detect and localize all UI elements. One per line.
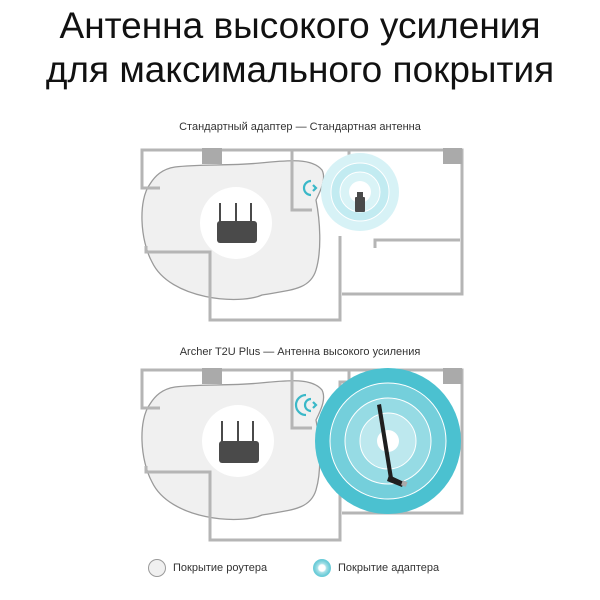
router-icon [217,203,257,243]
wifi-signal-icon [294,393,318,417]
wall-pillar [443,368,462,384]
adapter-coverage-swatch-icon [313,559,331,577]
legend-item-router-coverage: Покрытие роутера [148,559,267,577]
router-icon [219,421,259,463]
diagram-caption-standard: Стандартный адаптер — Стандартная антенн… [179,121,421,133]
legend-label: Покрытие роутера [173,562,268,574]
usb-adapter-icon [355,192,365,212]
title-line-1: Антенна высокого усиления [59,5,541,46]
router-coverage-swatch-icon [148,559,166,577]
legend-label: Покрытие адаптера [338,562,440,574]
wifi-signal-icon [302,179,318,197]
legend: Покрытие роутера Покрытие адаптера [0,559,600,583]
title-line-2: для максимального покрытия [45,49,555,90]
high-gain-antenna-adapter-icon [377,404,408,487]
page-title: Антенна высокого усиления для максимальн… [0,4,600,92]
adapter-coverage-area-large [315,368,461,514]
wall-pillar [202,368,222,384]
wall-pillar [443,148,462,164]
legend-item-adapter-coverage: Покрытие адаптера [313,559,439,577]
diagram-caption-high-gain: Archer T2U Plus — Антенна высокого усиле… [179,346,421,358]
wall-pillar [202,148,222,164]
